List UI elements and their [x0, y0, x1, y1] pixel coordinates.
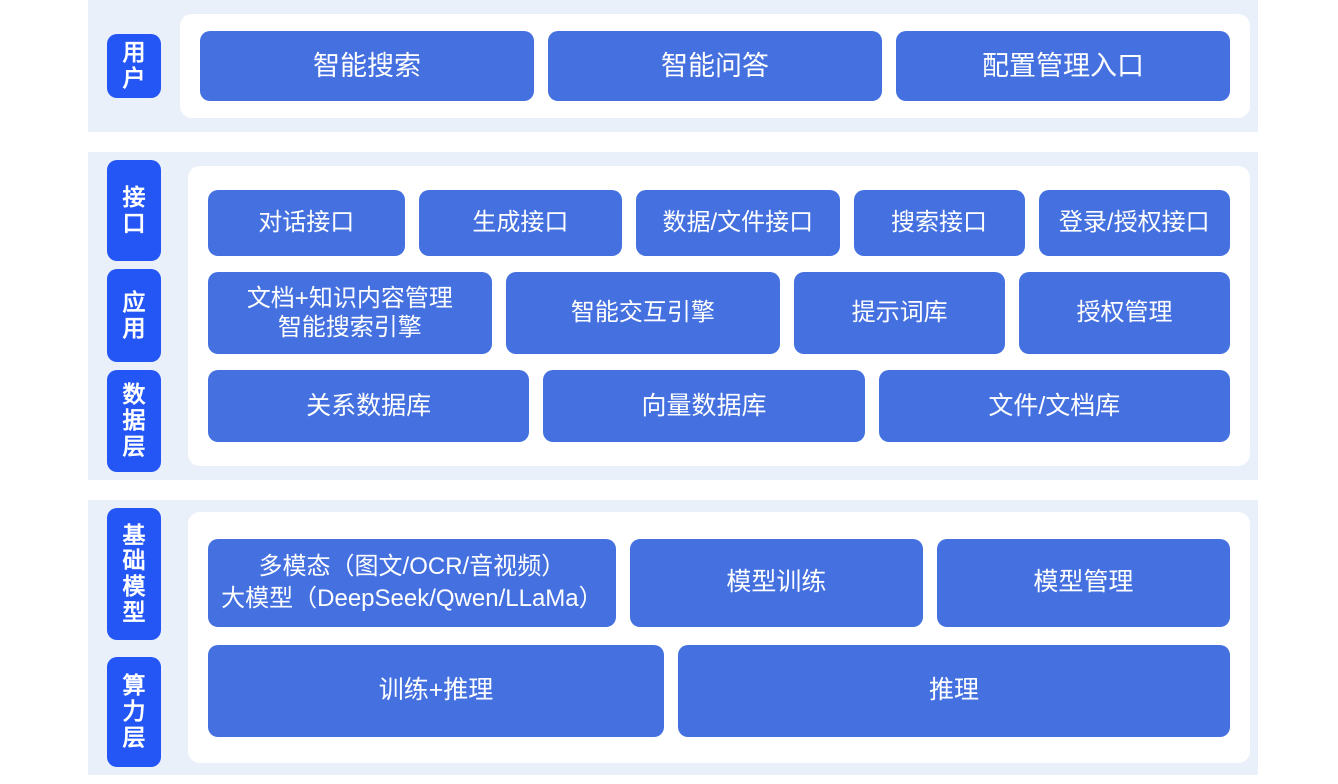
box-training-and-inference[interactable]: 训练+推理 [208, 644, 665, 737]
row-compute: 训练+推理 推理 [208, 644, 1230, 737]
box-vector-database[interactable]: 向量数据库 [543, 370, 865, 442]
layer-tab-user[interactable]: 用户 [107, 34, 161, 98]
layer-tab-foundation-model[interactable]: 基础模型 [107, 508, 161, 640]
box-multimodal-large-model[interactable]: 多模态（图文/OCR/音视频） 大模型（DeepSeek/Qwen/LLaMa） [208, 538, 616, 627]
panel-platform: 对话接口 生成接口 数据/文件接口 搜索接口 登录/授权接口 文档+知识内容管理… [188, 166, 1250, 466]
layer-tab-interface[interactable]: 接口 [107, 160, 161, 262]
box-generation-interface[interactable]: 生成接口 [418, 190, 623, 256]
box-dialog-interface[interactable]: 对话接口 [208, 190, 405, 256]
layer-tab-application[interactable]: 应用 [107, 269, 161, 362]
layer-label-column-user: 用户 [88, 0, 180, 132]
box-model-management[interactable]: 模型管理 [936, 538, 1230, 627]
section-user: 用户 智能搜索 智能问答 配置管理入口 [88, 0, 1258, 132]
box-relational-database[interactable]: 关系数据库 [208, 370, 530, 442]
layer-tab-compute[interactable]: 算力层 [107, 657, 161, 767]
row-data: 关系数据库 向量数据库 文件/文档库 [208, 370, 1231, 442]
box-doc-knowledge-management[interactable]: 文档+知识内容管理 智能搜索引擎 [208, 272, 492, 354]
box-smart-qa[interactable]: 智能问答 [548, 31, 882, 101]
box-authorization-management[interactable]: 授权管理 [1019, 272, 1230, 354]
layer-tab-data[interactable]: 数据层 [107, 369, 161, 472]
row-model: 多模态（图文/OCR/音视频） 大模型（DeepSeek/Qwen/LLaMa）… [208, 538, 1230, 627]
box-model-training[interactable]: 模型训练 [629, 538, 923, 627]
section-platform: 接口 应用 数据层 对话接口 生成接口 数据/文件接口 搜索接口 登录/授权接口… [88, 152, 1258, 480]
box-data-file-interface[interactable]: 数据/文件接口 [636, 190, 840, 256]
section-infrastructure: 基础模型 算力层 多模态（图文/OCR/音视频） 大模型（DeepSeek/Qw… [88, 500, 1258, 775]
box-inference[interactable]: 推理 [678, 644, 1230, 737]
box-config-management-entry[interactable]: 配置管理入口 [896, 31, 1230, 101]
row-application: 文档+知识内容管理 智能搜索引擎 智能交互引擎 提示词库 授权管理 [208, 272, 1230, 354]
layer-label-column-infrastructure: 基础模型 算力层 [88, 500, 180, 775]
panel-user: 智能搜索 智能问答 配置管理入口 [180, 14, 1250, 118]
row-interface: 对话接口 生成接口 数据/文件接口 搜索接口 登录/授权接口 [208, 190, 1230, 256]
row-user: 智能搜索 智能问答 配置管理入口 [200, 31, 1230, 101]
box-smart-search[interactable]: 智能搜索 [200, 31, 534, 101]
box-file-document-repository[interactable]: 文件/文档库 [878, 370, 1231, 442]
box-login-auth-interface[interactable]: 登录/授权接口 [1038, 190, 1230, 256]
box-search-interface[interactable]: 搜索接口 [853, 190, 1025, 256]
panel-infrastructure: 多模态（图文/OCR/音视频） 大模型（DeepSeek/Qwen/LLaMa）… [188, 512, 1250, 763]
layer-label-column-platform: 接口 应用 数据层 [88, 152, 180, 480]
box-prompt-library[interactable]: 提示词库 [794, 272, 1006, 354]
box-smart-interaction-engine[interactable]: 智能交互引擎 [505, 272, 781, 354]
